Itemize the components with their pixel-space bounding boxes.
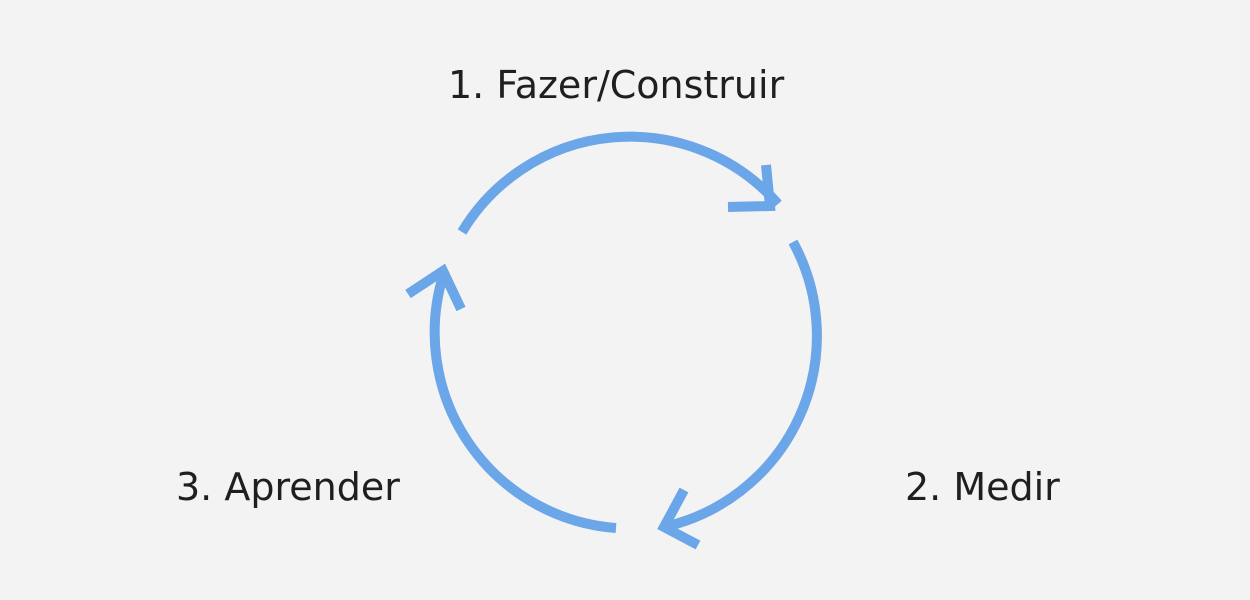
arrow-head-learn-to-build-icon [405, 263, 466, 312]
arrow-measure-to-learn [662, 239, 822, 532]
step-build-label: 1. Fazer/Construir [448, 63, 785, 107]
arrow-head-build-to-measure-icon [727, 164, 776, 212]
arrow-build-to-measure [457, 131, 782, 235]
step-learn-label: 3. Aprender [176, 465, 400, 509]
arrow-learn-to-build [429, 274, 617, 533]
arrow-head-measure-to-learn-icon [657, 487, 701, 550]
step-measure-label: 2. Medir [905, 465, 1060, 509]
